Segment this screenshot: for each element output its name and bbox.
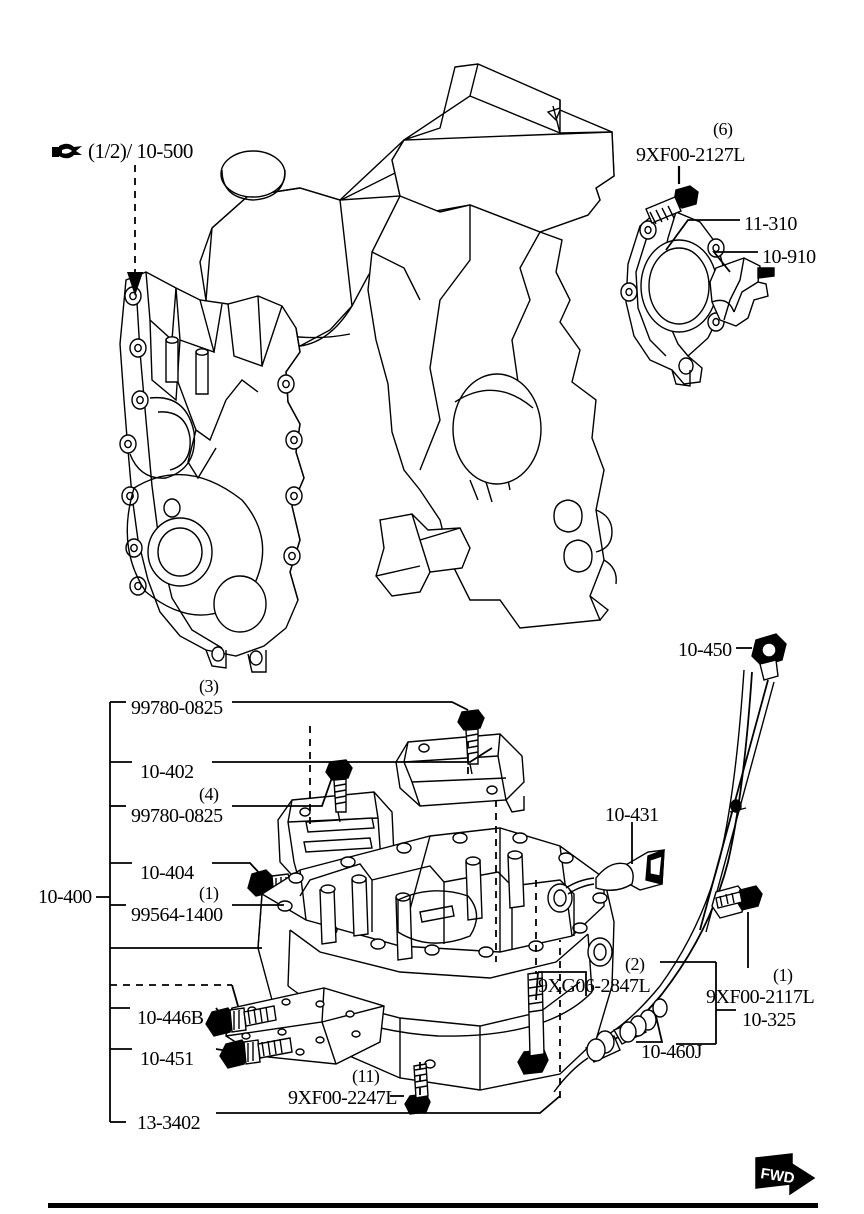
bolt-99780-0825-upper-drawing <box>457 709 485 775</box>
callout-99780-0825-b: 99780-0825 <box>131 805 223 827</box>
oil-pan-drawing <box>257 827 615 1091</box>
callout-10-460j: 10-460J <box>641 1041 702 1063</box>
rear-oil-seal-retainer-drawing <box>620 211 727 387</box>
callout-10-910: 10-910 <box>762 246 816 268</box>
retainer-bolt-drawing <box>645 166 699 225</box>
reference-note-text: (1/2)/ 10-500 <box>88 139 193 163</box>
qty-99564-1400: (1) <box>199 883 219 903</box>
long-bolt-9xf00-2247l-drawing <box>404 1063 431 1115</box>
fwd-label: FWD <box>759 1165 796 1187</box>
long-bolt-9xg06-2847l-drawing <box>517 971 549 1075</box>
lower-callout-leaders <box>212 647 752 1114</box>
qty-99780-0825-b: (4) <box>199 784 219 804</box>
callout-10-450: 10-450 <box>678 639 732 661</box>
baffle-plate-10-402-drawing <box>395 733 525 813</box>
plug-10-446b-drawing <box>205 1005 277 1037</box>
callout-10-404: 10-404 <box>140 862 194 884</box>
callout-9xf00-2247l: 9XF00-2247L <box>288 1087 397 1109</box>
dipstick-tube-10-325-drawing <box>553 669 763 1093</box>
qty-9xf00-2127l: (6) <box>713 119 733 139</box>
cylinder-block-drawing <box>367 195 617 629</box>
callout-9xg06-2847l: 9XG06-2847L <box>538 975 651 997</box>
seal-guide-10-910-drawing <box>709 257 775 327</box>
callout-10-400-group: 10-400 <box>38 886 92 908</box>
qty-9xf00-2117l: (1) <box>773 965 793 985</box>
callout-10-446b: 10-446B <box>137 1007 204 1029</box>
callout-10-451: 10-451 <box>140 1048 194 1070</box>
qty-9xf00-2247l: (11) <box>352 1066 380 1086</box>
callout-13-3402: 13-3402 <box>137 1112 201 1134</box>
callout-11-310: 11-310 <box>744 213 797 235</box>
timing-cover-drawing <box>119 271 305 673</box>
qty-9xg06-2847l: (2) <box>625 954 645 974</box>
page-bottom-rule <box>48 1203 818 1208</box>
callout-9xf00-2127l: 9XF00-2127L <box>636 144 745 166</box>
pointing-hand-icon <box>50 140 84 168</box>
upper-callout-leaders <box>127 165 758 296</box>
lower-callout-bracket <box>96 701 262 1123</box>
callout-99564-1400: 99564-1400 <box>131 904 223 926</box>
callout-10-402: 10-402 <box>140 761 194 783</box>
callout-10-431: 10-431 <box>605 804 659 826</box>
qty-99780-0825-a: (3) <box>199 676 219 696</box>
fwd-direction-arrow: FWD <box>752 1152 818 1205</box>
bolt-10-451-drawing <box>219 1037 293 1069</box>
callout-10-325: 10-325 <box>742 1009 796 1031</box>
oil-level-sensor-10-431-drawing <box>565 848 665 895</box>
callout-9xf00-2117l: 9XF00-2117L <box>706 986 815 1008</box>
callout-99780-0825-a: 99780-0825 <box>131 697 223 719</box>
